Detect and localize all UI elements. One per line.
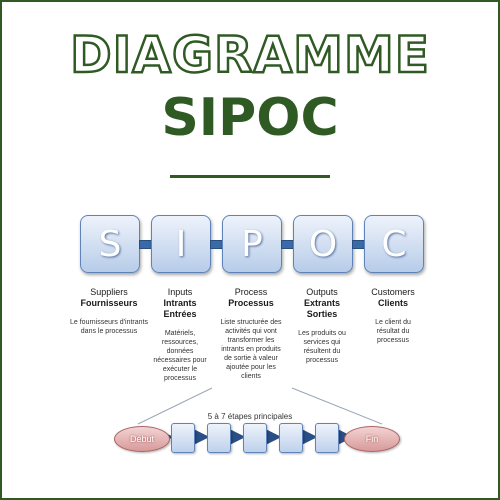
column-description: Le fournisseurs d'intrants dans le proce… [70,319,148,335]
column-fr-label: Intrants Entrées [163,298,197,319]
box-suppliers: S [80,215,140,273]
box-customers: C [364,215,424,273]
column-fr-label: Clients [377,298,408,308]
column-en-label: Process [234,287,268,297]
column-en-label: Customers [371,287,415,297]
box-outputs: O [293,215,353,273]
title-diagramme: DIAGRAMME [69,25,430,86]
column-description: Liste structurée des activités qui vont … [220,319,282,380]
box-letter-o: O [308,223,338,265]
title-sipoc: SIPOC [161,88,339,148]
step-box-4 [279,423,303,453]
box-letter-p: P [241,223,263,265]
box-letter-c: C [381,223,407,265]
step-box-3 [243,423,267,453]
start-oval: Début [114,426,170,452]
column-fr-label: Processus [228,298,274,308]
box-letter-s: S [98,223,122,265]
box-process: P [222,215,282,273]
column-customers: Customers Clients Le client du résultat … [350,287,436,345]
column-outputs: Outputs Extrants Sorties Les produits ou… [279,287,365,365]
step-box-2 [207,423,231,453]
column-fr-label: Extrants Sorties [303,298,340,319]
column-fr-label: Fournisseurs [80,298,138,308]
column-en-label: Suppliers [90,287,128,297]
steps-label: 5 à 7 étapes principales [207,412,293,421]
column-suppliers: Suppliers Fournisseurs Le fournisseurs d… [66,287,152,336]
column-en-label: Outputs [306,287,338,297]
expansion-line-right [291,387,383,425]
column-description: Le client du résultat du processus [375,319,411,344]
box-letter-i: I [175,223,187,265]
column-inputs: Inputs Intrants Entrées Matériels, resso… [137,287,223,383]
expansion-line-left [137,387,213,425]
column-process: Process Processus Liste structurée des a… [208,287,294,381]
column-en-label: Inputs [167,287,193,297]
end-oval: Fin [344,426,400,452]
column-description: Matériels, ressources, données nécessair… [153,330,207,382]
column-description: Les produits ou services qui résultent d… [298,330,346,364]
title-underline [170,175,330,178]
step-box-1 [171,423,195,453]
step-box-5 [315,423,339,453]
